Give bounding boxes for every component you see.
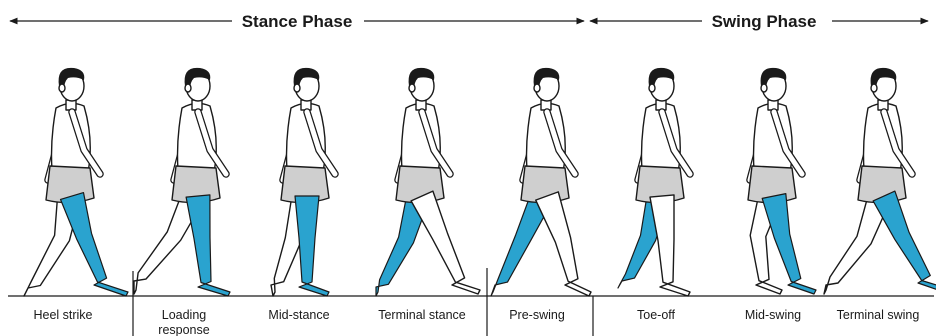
label-pre-swing: Pre-swing [509,308,565,322]
front-leg [411,191,480,294]
front-leg [762,194,816,294]
front-leg [61,193,129,296]
walking-figure-2 [134,68,230,296]
ear [185,84,191,92]
ear [59,84,65,92]
label-terminal-stance: Terminal stance [378,308,466,322]
stance-phase-header: Stance Phase [10,12,584,31]
ear [534,84,540,92]
ear [294,84,300,92]
front-leg [536,192,591,296]
walking-figure-4 [376,68,480,296]
walking-figure-1 [24,68,128,296]
ear [871,84,877,92]
walking-figures [24,68,936,296]
walking-figure-3 [271,68,335,296]
label-mid-swing: Mid-swing [745,308,801,322]
ear [761,84,767,92]
swing-phase-title: Swing Phase [712,12,817,31]
swing-phase-header: Swing Phase [590,12,928,31]
ear [649,84,655,92]
front-leg [295,196,329,296]
label-terminal-swing: Terminal swing [837,308,920,322]
walking-figure-5 [491,68,591,296]
label-mid-stance: Mid-stance [268,308,329,322]
stance-phase-title: Stance Phase [242,12,353,31]
label-heel-strike: Heel strike [33,308,92,322]
front-leg [186,195,230,296]
walking-figure-7 [748,68,816,294]
front-leg [650,195,690,296]
label-toe-off: Toe-off [637,308,676,322]
walking-figure-8 [824,68,936,294]
front-leg [873,191,936,292]
ear [409,84,415,92]
walking-figure-6 [618,68,690,296]
